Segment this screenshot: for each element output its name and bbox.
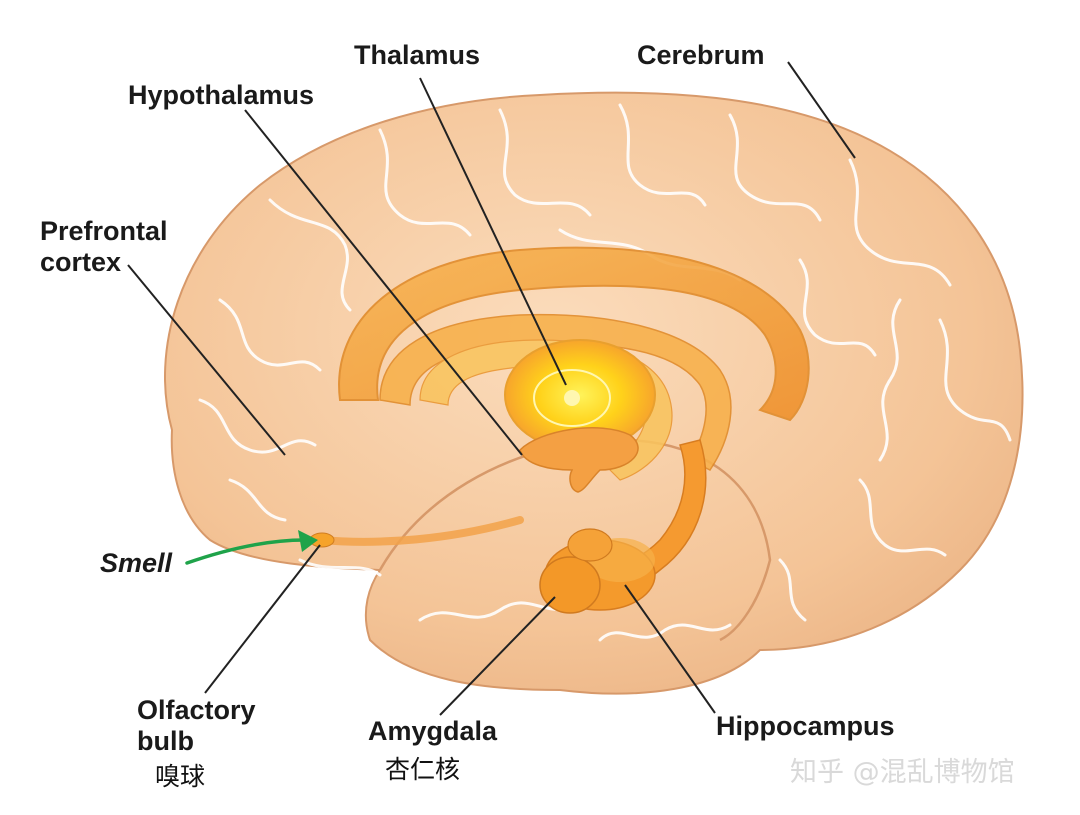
label-thalamus: Thalamus [354, 40, 481, 70]
label-prefrontal-line2: cortex [40, 247, 122, 277]
label-olfactory-line1: Olfactory [137, 695, 256, 725]
watermark: 知乎 @混乱博物馆 [790, 757, 1015, 788]
leader-thalamus [419, 77, 567, 386]
smell-arrow [185, 530, 318, 565]
temporal-lobe-contour [378, 438, 772, 642]
leader-amygdala [439, 596, 556, 716]
leader-lines [127, 61, 856, 716]
leader-prefrontal [127, 264, 286, 456]
label-amygdala: Amygdala [368, 716, 498, 746]
label-olfactory-line2: bulb [137, 726, 194, 756]
label-hypothalamus: Hypothalamus [128, 80, 315, 110]
amygdala-shape [539, 528, 613, 614]
leader-hippocampus [624, 584, 716, 714]
hypothalamus-shape [519, 427, 639, 493]
label-prefrontal-line1: Prefrontal [40, 216, 168, 246]
olfactory-tract [316, 516, 524, 546]
label-olfactory-bulb-cn: 嗅球 [155, 762, 206, 791]
cortex-folds [198, 103, 1012, 642]
leader-cerebrum [787, 61, 856, 159]
leader-hypothalamus [244, 109, 523, 456]
cingulate-gyrus [338, 246, 810, 422]
label-cerebrum: Cerebrum [637, 40, 765, 70]
leader-olfactory [204, 544, 321, 694]
label-smell: Smell [100, 548, 173, 578]
label-amygdala-cn: 杏仁核 [385, 755, 461, 784]
label-prefrontal-cortex: Prefrontal cortex [40, 216, 168, 278]
label-hippocampus: Hippocampus [716, 711, 895, 741]
label-olfactory-bulb: Olfactory bulb [137, 695, 256, 757]
